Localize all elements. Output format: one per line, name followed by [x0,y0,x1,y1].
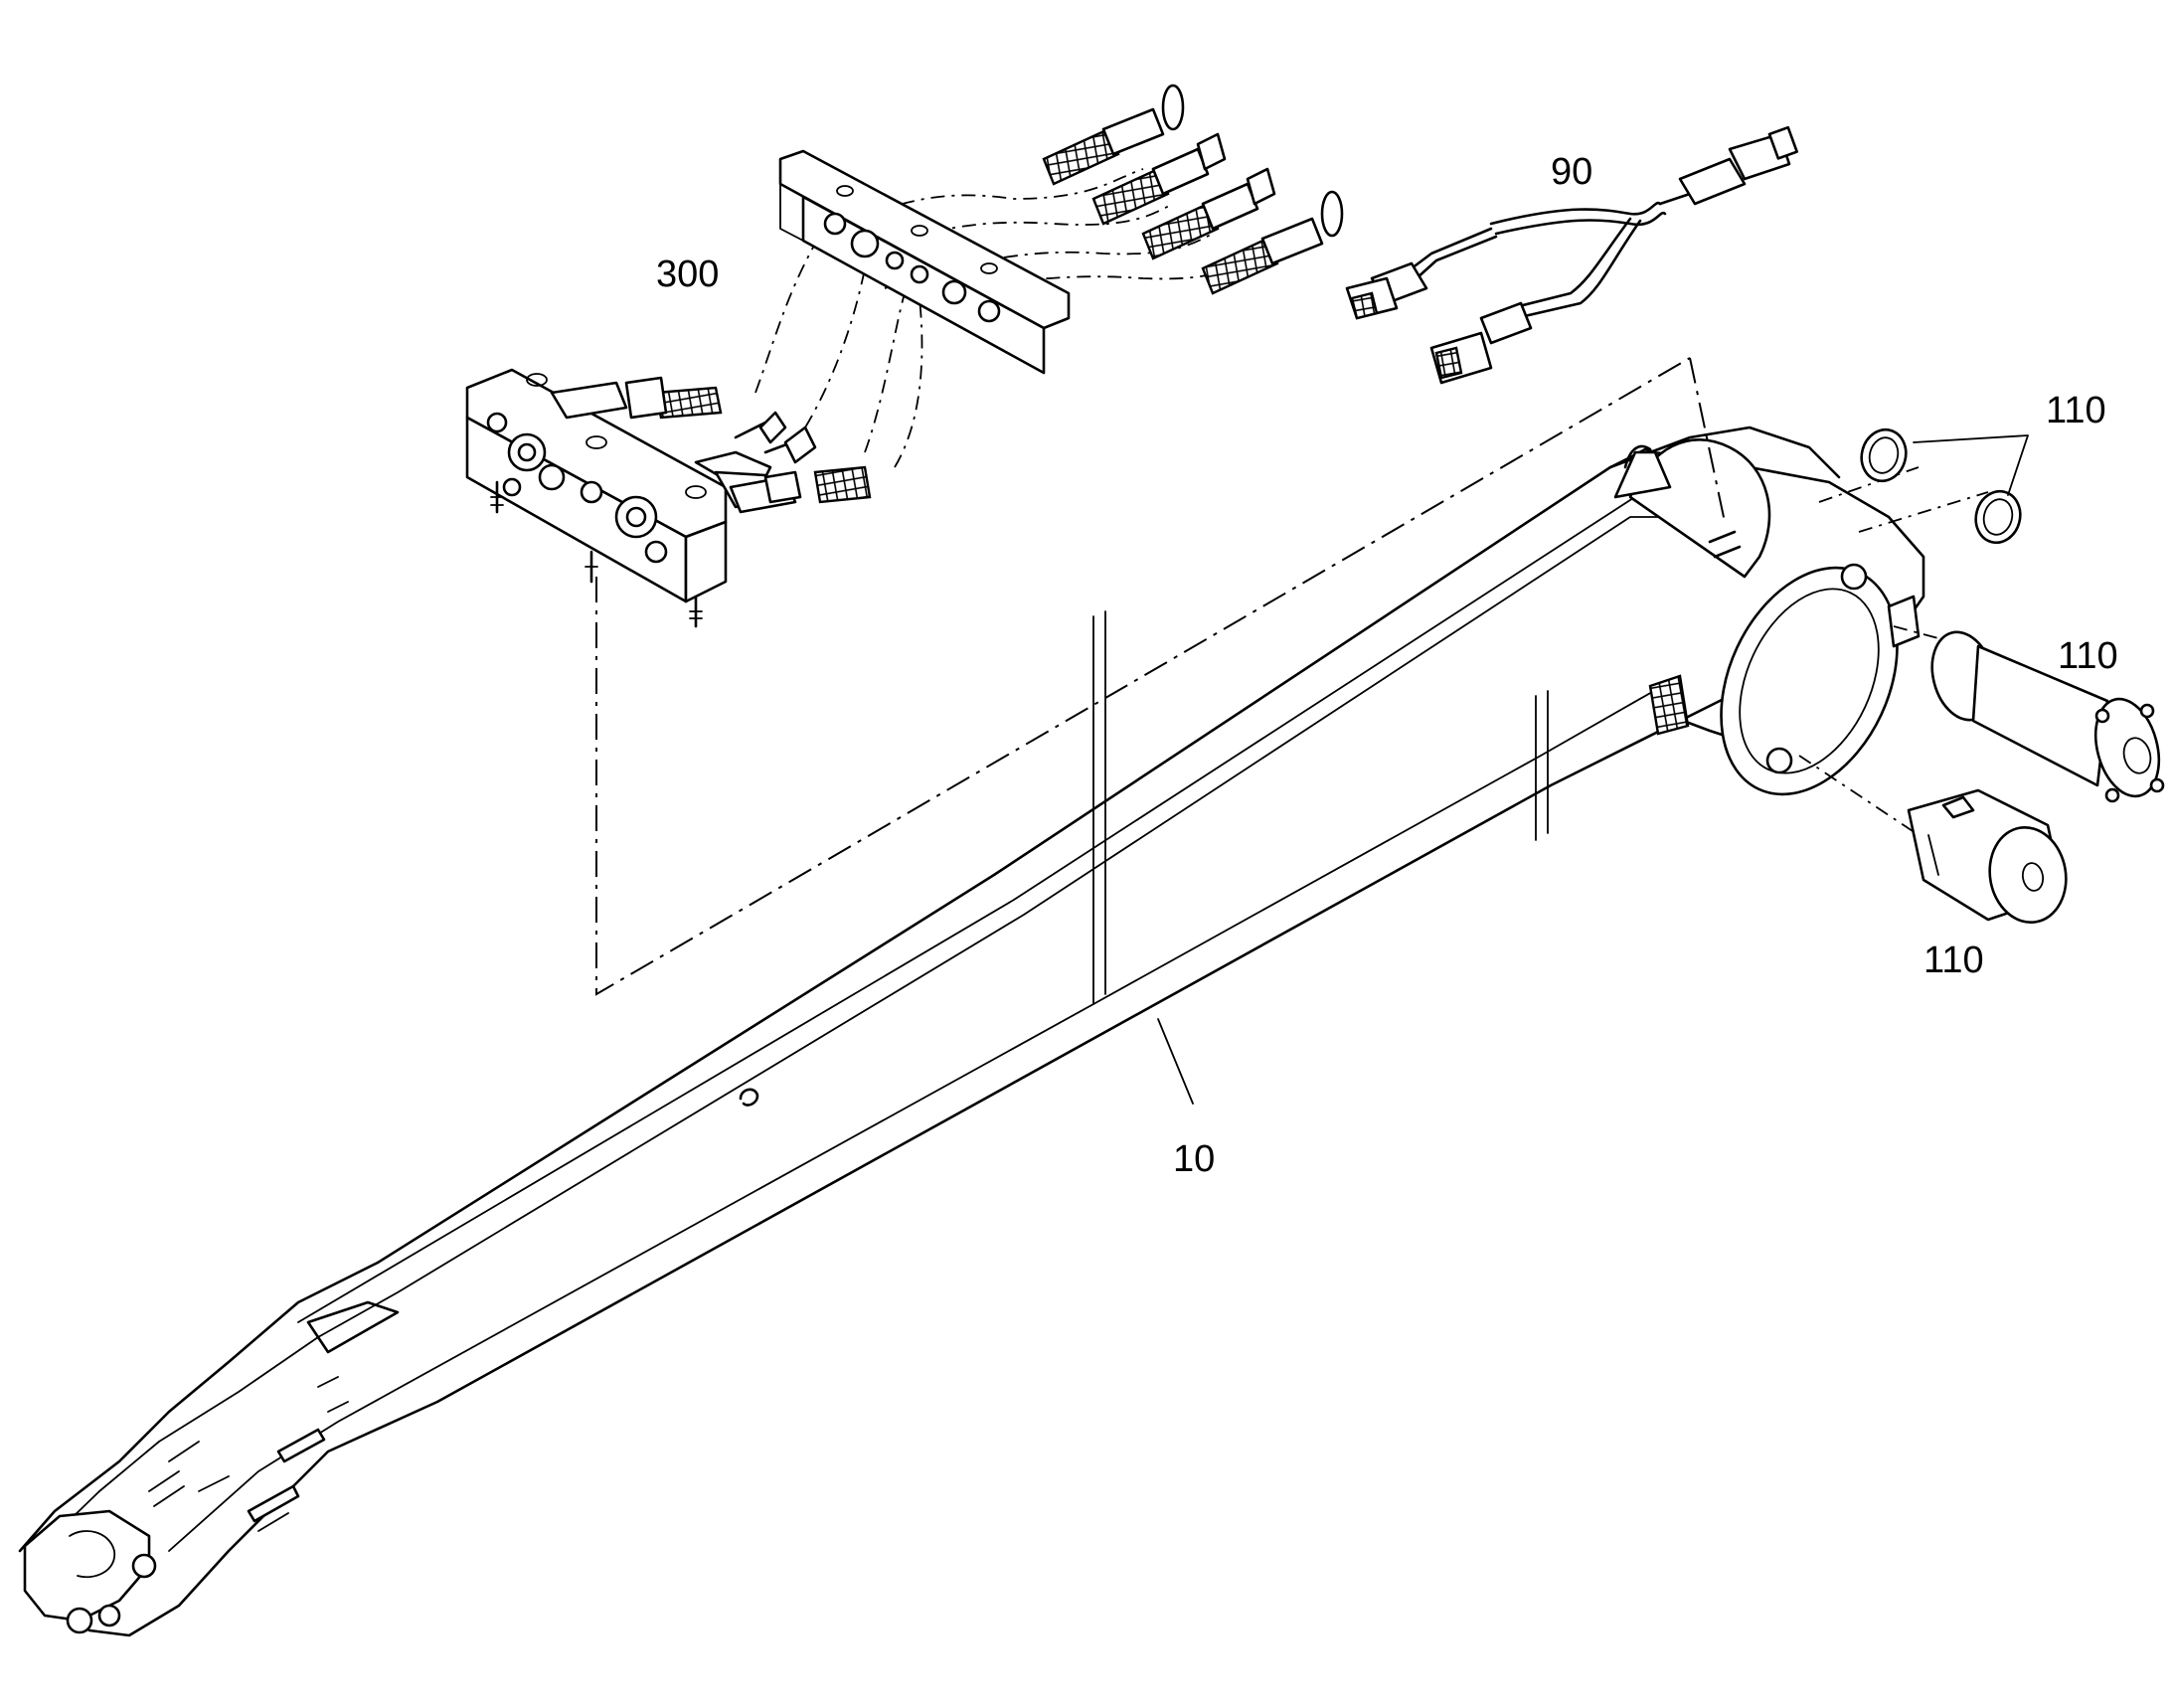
hose-fittings [1042,84,1344,295]
bushing [1907,788,2068,925]
pivot-pin [1930,630,2165,803]
assembly-lines [595,168,1989,996]
label-110-pin: 110 [2058,635,2118,677]
seal-rings [1860,427,2029,545]
label-110-rings: 110 [2046,390,2106,431]
label-300: 300 [656,254,719,295]
boom-arm [18,426,1925,1637]
hose-connector-block [465,149,1071,628]
sensor-cable-harness [1345,125,1798,385]
label-110-bushing: 110 [1923,939,1984,981]
label-10: 10 [1173,1138,1215,1180]
label-90: 90 [1551,151,1592,193]
leader-line-10 [1157,1018,1194,1105]
